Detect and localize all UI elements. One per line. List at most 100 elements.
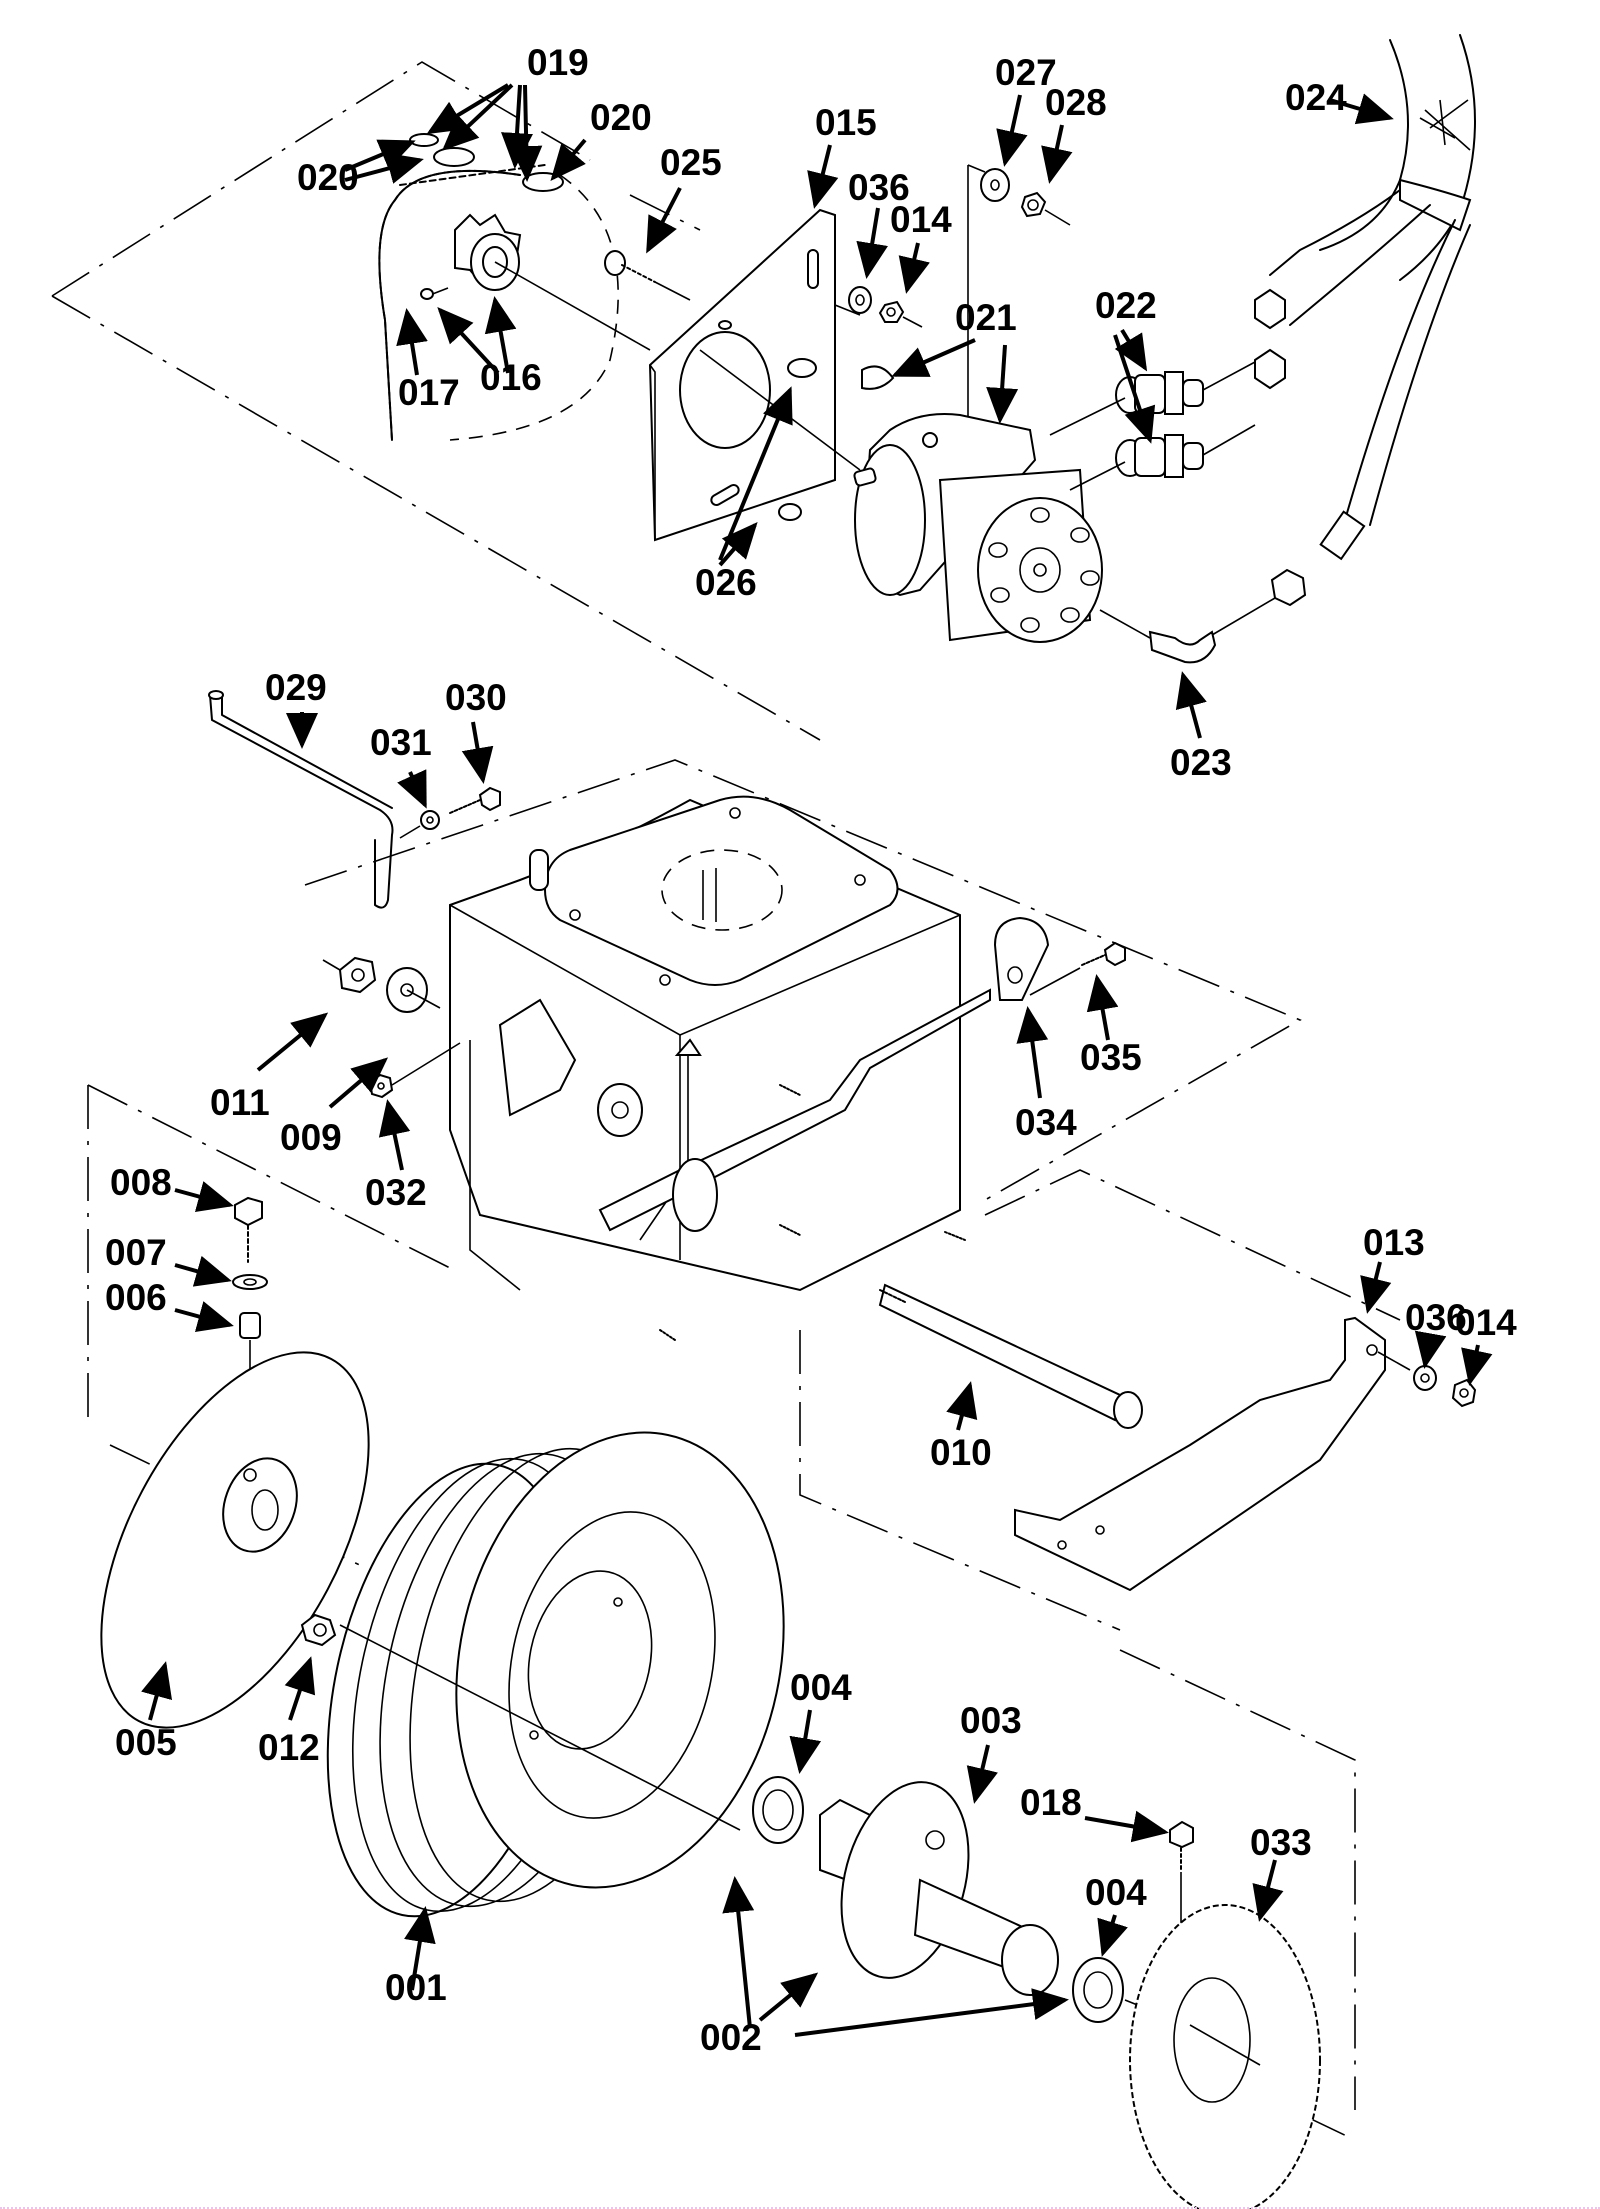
part-number-label: 014 [1455, 1302, 1517, 1343]
callout-008: 008 [110, 1162, 234, 1213]
leader-arrow [966, 1744, 998, 1804]
driven-sprocket [1129, 1820, 1321, 2209]
leader-arrow [718, 386, 793, 561]
part-number-label: 024 [1285, 77, 1347, 118]
washer-nut-upper [848, 286, 923, 328]
callout-004: 004 [1085, 1872, 1147, 1957]
leader-arrow [256, 1012, 329, 1072]
part-number-label: 011 [210, 1082, 270, 1123]
leader-arrow [510, 84, 543, 182]
callout-014: 014 [1455, 1302, 1517, 1386]
part-number-label: 003 [960, 1700, 1022, 1741]
leader-arrow [1113, 334, 1156, 444]
part-number-label: 022 [1095, 285, 1157, 326]
part-number-label: 005 [115, 1722, 177, 1763]
leader-arrow [758, 1972, 819, 2022]
part-number-label: 028 [1045, 82, 1107, 123]
leader-arrow [718, 521, 758, 567]
leader-arrow [891, 338, 976, 377]
chain-master-link-clip [409, 133, 439, 147]
callout-036: 036 [848, 167, 910, 279]
callout-005: 005 [115, 1661, 177, 1763]
hydraulic-hose-bundle [1254, 34, 1476, 607]
part-number-label: 004 [790, 1667, 852, 1708]
part-number-label: 012 [258, 1727, 320, 1768]
callout-021: 021 [891, 297, 1019, 424]
washer-nut-top-right [980, 168, 1071, 226]
part-number-label: 021 [955, 297, 1017, 338]
leader-arrow [646, 187, 682, 254]
bushing [787, 358, 817, 378]
part-number-label: 032 [365, 1172, 427, 1213]
callout-006: 006 [105, 1277, 234, 1333]
drive-sprocket [420, 213, 651, 351]
callout-016: 016 [437, 296, 542, 398]
chain-guard [1014, 1316, 1477, 1592]
callout-017: 017 [396, 308, 460, 413]
leader-arrow [484, 296, 517, 374]
set-screw [420, 288, 434, 300]
hub-assembly [752, 1776, 1151, 2023]
callout-036: 036 [1405, 1297, 1467, 1369]
leader-arrow [1041, 124, 1073, 184]
leader-arrow [461, 721, 494, 784]
hydraulic-fitting-upper [1049, 361, 1256, 436]
wheel-nut [300, 1613, 337, 1647]
disc-plate [100, 1351, 370, 1729]
part-number-label: 033 [1250, 1822, 1312, 1863]
locating-pin [529, 849, 549, 891]
leader-arrow [344, 139, 416, 172]
chain-link-plate [433, 147, 475, 167]
carriage-bolt [604, 250, 691, 301]
leader-arrow [397, 769, 427, 809]
part-number-label: 004 [1085, 1872, 1147, 1913]
main-frame [449, 795, 991, 1341]
leader-arrow [284, 1656, 316, 1721]
leader-arrow [396, 308, 428, 376]
part-number-label: 017 [398, 372, 460, 413]
part-number-label: 020 [590, 97, 652, 138]
part-number-label: 035 [1080, 1037, 1142, 1078]
callout-007: 007 [105, 1232, 232, 1287]
callout-014: 014 [890, 199, 952, 294]
part-number-label: 036 [848, 167, 910, 208]
leader-arrow [1114, 328, 1148, 372]
leader-arrow [1252, 1859, 1284, 1922]
part-number-label: 010 [930, 1432, 992, 1473]
callout-010: 010 [930, 1381, 992, 1473]
leader-arrow [856, 207, 888, 279]
leader-arrow [1016, 1006, 1049, 1099]
callout-004: 004 [789, 1667, 852, 1774]
leader-arrow [1414, 1330, 1447, 1369]
leader-arrow [437, 307, 500, 375]
part-number-label: 013 [1363, 1222, 1425, 1263]
part-number-label: 026 [695, 562, 757, 603]
leader-arrow [141, 1661, 173, 1721]
hydraulic-motor [699, 349, 1103, 643]
clamp-bolt [993, 916, 1126, 1001]
leader-arrow [1175, 671, 1207, 739]
part-number-label: 007 [105, 1232, 167, 1273]
callout-030: 030 [445, 677, 507, 784]
callout-034: 034 [1015, 1006, 1077, 1143]
part-number-label: 025 [660, 142, 722, 183]
callout-013: 013 [1360, 1222, 1425, 1314]
callout-015: 015 [807, 102, 877, 209]
leader-arrow [378, 1099, 411, 1171]
hydraulic-fitting-lower [1069, 424, 1256, 491]
leader-arrow [898, 242, 930, 294]
leader-arrow [789, 1709, 822, 1774]
part-number-label: 015 [815, 102, 877, 143]
page-divider [0, 2207, 1600, 2209]
part-number-label: 018 [1020, 1782, 1082, 1823]
leader-arrow [404, 1906, 436, 1991]
rod [208, 690, 394, 909]
callout-018: 018 [1020, 1782, 1169, 1843]
callout-027: 027 [995, 52, 1057, 167]
callout-028: 028 [1041, 82, 1107, 184]
leader-arrow [1084, 1810, 1169, 1843]
callout-035: 035 [1080, 974, 1142, 1078]
callout-003: 003 [960, 1700, 1022, 1804]
leader-arrow [722, 1876, 755, 2029]
leader-arrow [174, 1181, 234, 1213]
